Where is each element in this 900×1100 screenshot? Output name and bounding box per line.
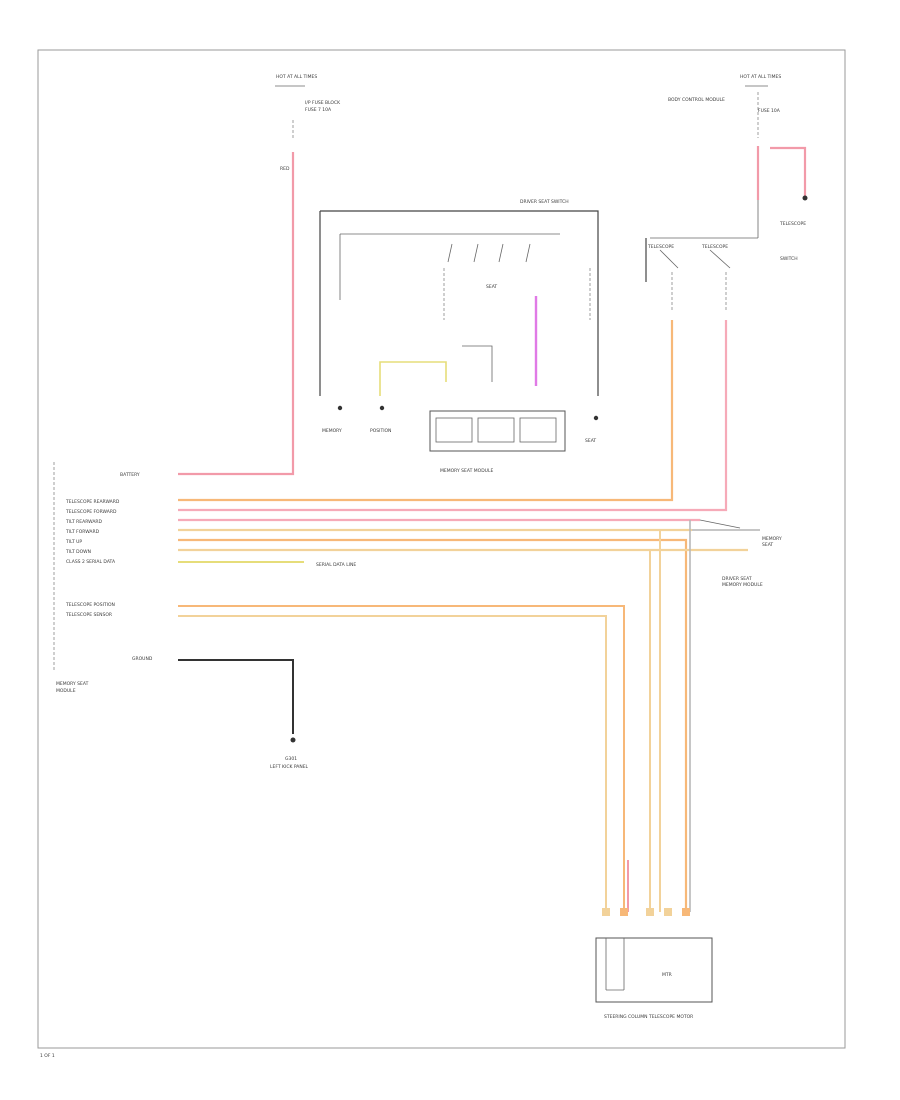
svg-text:MTR: MTR: [662, 972, 672, 978]
sheet-number: 1 OF 1: [40, 1053, 55, 1059]
svg-text:SEAT: SEAT: [585, 438, 596, 444]
ground-wire: [178, 659, 294, 734]
svg-text:TILT FORWARD: TILT FORWARD: [65, 529, 100, 535]
svg-text:CLASS 2 SERIAL DATA: CLASS 2 SERIAL DATA: [66, 559, 116, 565]
switch-connector-pins: [602, 908, 690, 916]
telescope-fwd-wire: [178, 320, 674, 502]
svg-text:TELESCOPE: TELESCOPE: [701, 244, 728, 250]
driver-seat-switch: DRIVER SEAT SWITCH SEAT: [319, 199, 599, 396]
svg-text:SWITCH: SWITCH: [780, 256, 798, 262]
memory-seat-module-label: MEMORY SEAT MODULE: [440, 468, 493, 474]
svg-text:TILT REARWARD: TILT REARWARD: [65, 519, 103, 525]
connector-terminal-right: [802, 195, 808, 201]
svg-text:RED: RED: [280, 166, 290, 172]
svg-text:TELESCOPE REARWARD: TELESCOPE REARWARD: [65, 499, 120, 505]
svg-text:MEMORY: MEMORY: [762, 536, 782, 542]
svg-text:SEAT: SEAT: [762, 542, 773, 548]
svg-text:TELESCOPE POSITION: TELESCOPE POSITION: [65, 602, 115, 608]
svg-text:TELESCOPE SENSOR: TELESCOPE SENSOR: [65, 612, 112, 618]
svg-text:MEMORY MODULE: MEMORY MODULE: [722, 582, 763, 588]
fuse-block-label-right: BODY CONTROL MODULE: [668, 97, 725, 103]
hot-label-left: HOT AT ALL TIMES: [276, 74, 317, 80]
svg-text:MODULE: MODULE: [56, 688, 76, 694]
svg-text:SERIAL DATA LINE: SERIAL DATA LINE: [316, 562, 356, 568]
right-power-feed: HOT AT ALL TIMES BODY CONTROL MODULE FUS…: [668, 74, 781, 138]
svg-text:GROUND: GROUND: [132, 656, 153, 662]
memory-seat-module: MEMORY SEAT MODULE: [429, 410, 566, 474]
connector-labels: BATTERY TELESCOPE REARWARD TELESCOPE FOR…: [56, 472, 153, 694]
switch-caption: STEERING COLUMN TELESCOPE MOTOR: [604, 1014, 693, 1020]
fuse-label-left: FUSE 7 10A: [305, 107, 332, 113]
hot-label-right: HOT AT ALL TIMES: [740, 74, 781, 80]
svg-text:TELESCOPE: TELESCOPE: [779, 221, 806, 227]
yellow-conductor: [379, 361, 447, 396]
steering-column-switch: MTR STEERING COLUMN TELESCOPE MOTOR: [595, 937, 713, 1020]
svg-text:TILT DOWN: TILT DOWN: [65, 549, 91, 555]
telescope-rwd-wire: [178, 320, 728, 512]
diagram-frame: [37, 49, 846, 1049]
tilt-up-wire: [178, 538, 688, 912]
right-branch-wire: [770, 146, 807, 198]
battery-feed-wire: [178, 152, 295, 476]
svg-text:TELESCOPE FORWARD: TELESCOPE FORWARD: [65, 509, 117, 515]
svg-text:DRIVER SEAT: DRIVER SEAT: [722, 576, 752, 582]
fuse-label-right: FUSE 10A: [758, 108, 781, 114]
svg-text:MEMORY SEAT: MEMORY SEAT: [56, 681, 89, 687]
ground-point: [290, 737, 296, 743]
svg-text:BATTERY: BATTERY: [120, 472, 140, 478]
telescope-switch: TELESCOPE TELESCOPE: [645, 200, 759, 310]
left-power-feed: HOT AT ALL TIMES I/P FUSE BLOCK FUSE 7 1…: [275, 74, 341, 172]
ground-id: G301: [285, 756, 297, 762]
fuse-block-label-left: I/P FUSE BLOCK: [305, 100, 341, 106]
svg-text:MEMORY: MEMORY: [322, 428, 342, 434]
svg-text:POSITION: POSITION: [370, 428, 391, 434]
ground-caption: LEFT KICK PANEL: [270, 764, 309, 770]
telescope-sensor-wire: [178, 615, 607, 912]
telescope-pos-wire: [178, 605, 625, 912]
svg-text:TELESCOPE: TELESCOPE: [647, 244, 674, 250]
svg-text:SEAT: SEAT: [486, 284, 497, 290]
svg-text:DRIVER SEAT SWITCH: DRIVER SEAT SWITCH: [520, 199, 569, 205]
svg-text:TILT UP: TILT UP: [65, 539, 82, 545]
